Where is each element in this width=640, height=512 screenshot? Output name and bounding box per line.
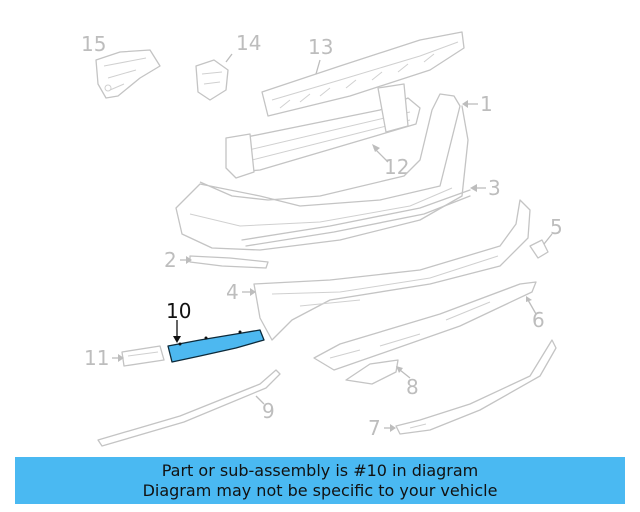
callout-4: 4 [226,280,239,304]
part-7-lower-trim [395,339,557,435]
callout-7: 7 [368,416,381,440]
callout-5: 5 [550,215,563,239]
part-2-strip [189,255,269,269]
part-10-highlighted [167,329,265,363]
part-9-trim-strip [97,369,281,447]
callout-5-leader [543,233,553,245]
callout-3: 3 [488,176,501,200]
banner-line-1: Part or sub-assembly is #10 in diagram [161,460,479,480]
part-14-bracket [195,59,229,101]
callout-14-leader [225,53,233,63]
part-5-clip [529,239,549,259]
part-8-exhaust-trim [345,359,399,385]
part-6-diffuser [313,281,537,371]
callout-15: 15 [81,32,106,56]
part-1-bumper-cover [175,93,469,251]
part-15-bracket [95,49,161,99]
parts-diagram: 15 14 13 12 1 3 2 [81,31,563,447]
part-4-lower-valance [253,199,531,341]
callout-9: 9 [262,399,275,423]
callout-13: 13 [308,35,333,59]
part-13-absorber [261,31,465,117]
info-banner: Part or sub-assembly is #10 in diagram D… [15,457,625,504]
callout-11: 11 [84,346,109,370]
part-11-reflector [121,345,165,367]
callout-6-leader [527,299,537,315]
callout-8: 8 [406,375,419,399]
part-3-trim-strip [241,189,471,247]
callout-8-leader [399,369,411,379]
callout-13-leader [315,59,321,75]
part-12-reinforcement [225,83,421,179]
callout-1: 1 [480,92,493,116]
callout-10: 10 [166,299,191,323]
banner-line-2: Diagram may not be specific to your vehi… [142,480,498,500]
callout-14: 14 [236,31,261,55]
callout-6: 6 [532,308,545,332]
callout-2: 2 [164,248,177,272]
callout-9-leader [255,395,265,405]
